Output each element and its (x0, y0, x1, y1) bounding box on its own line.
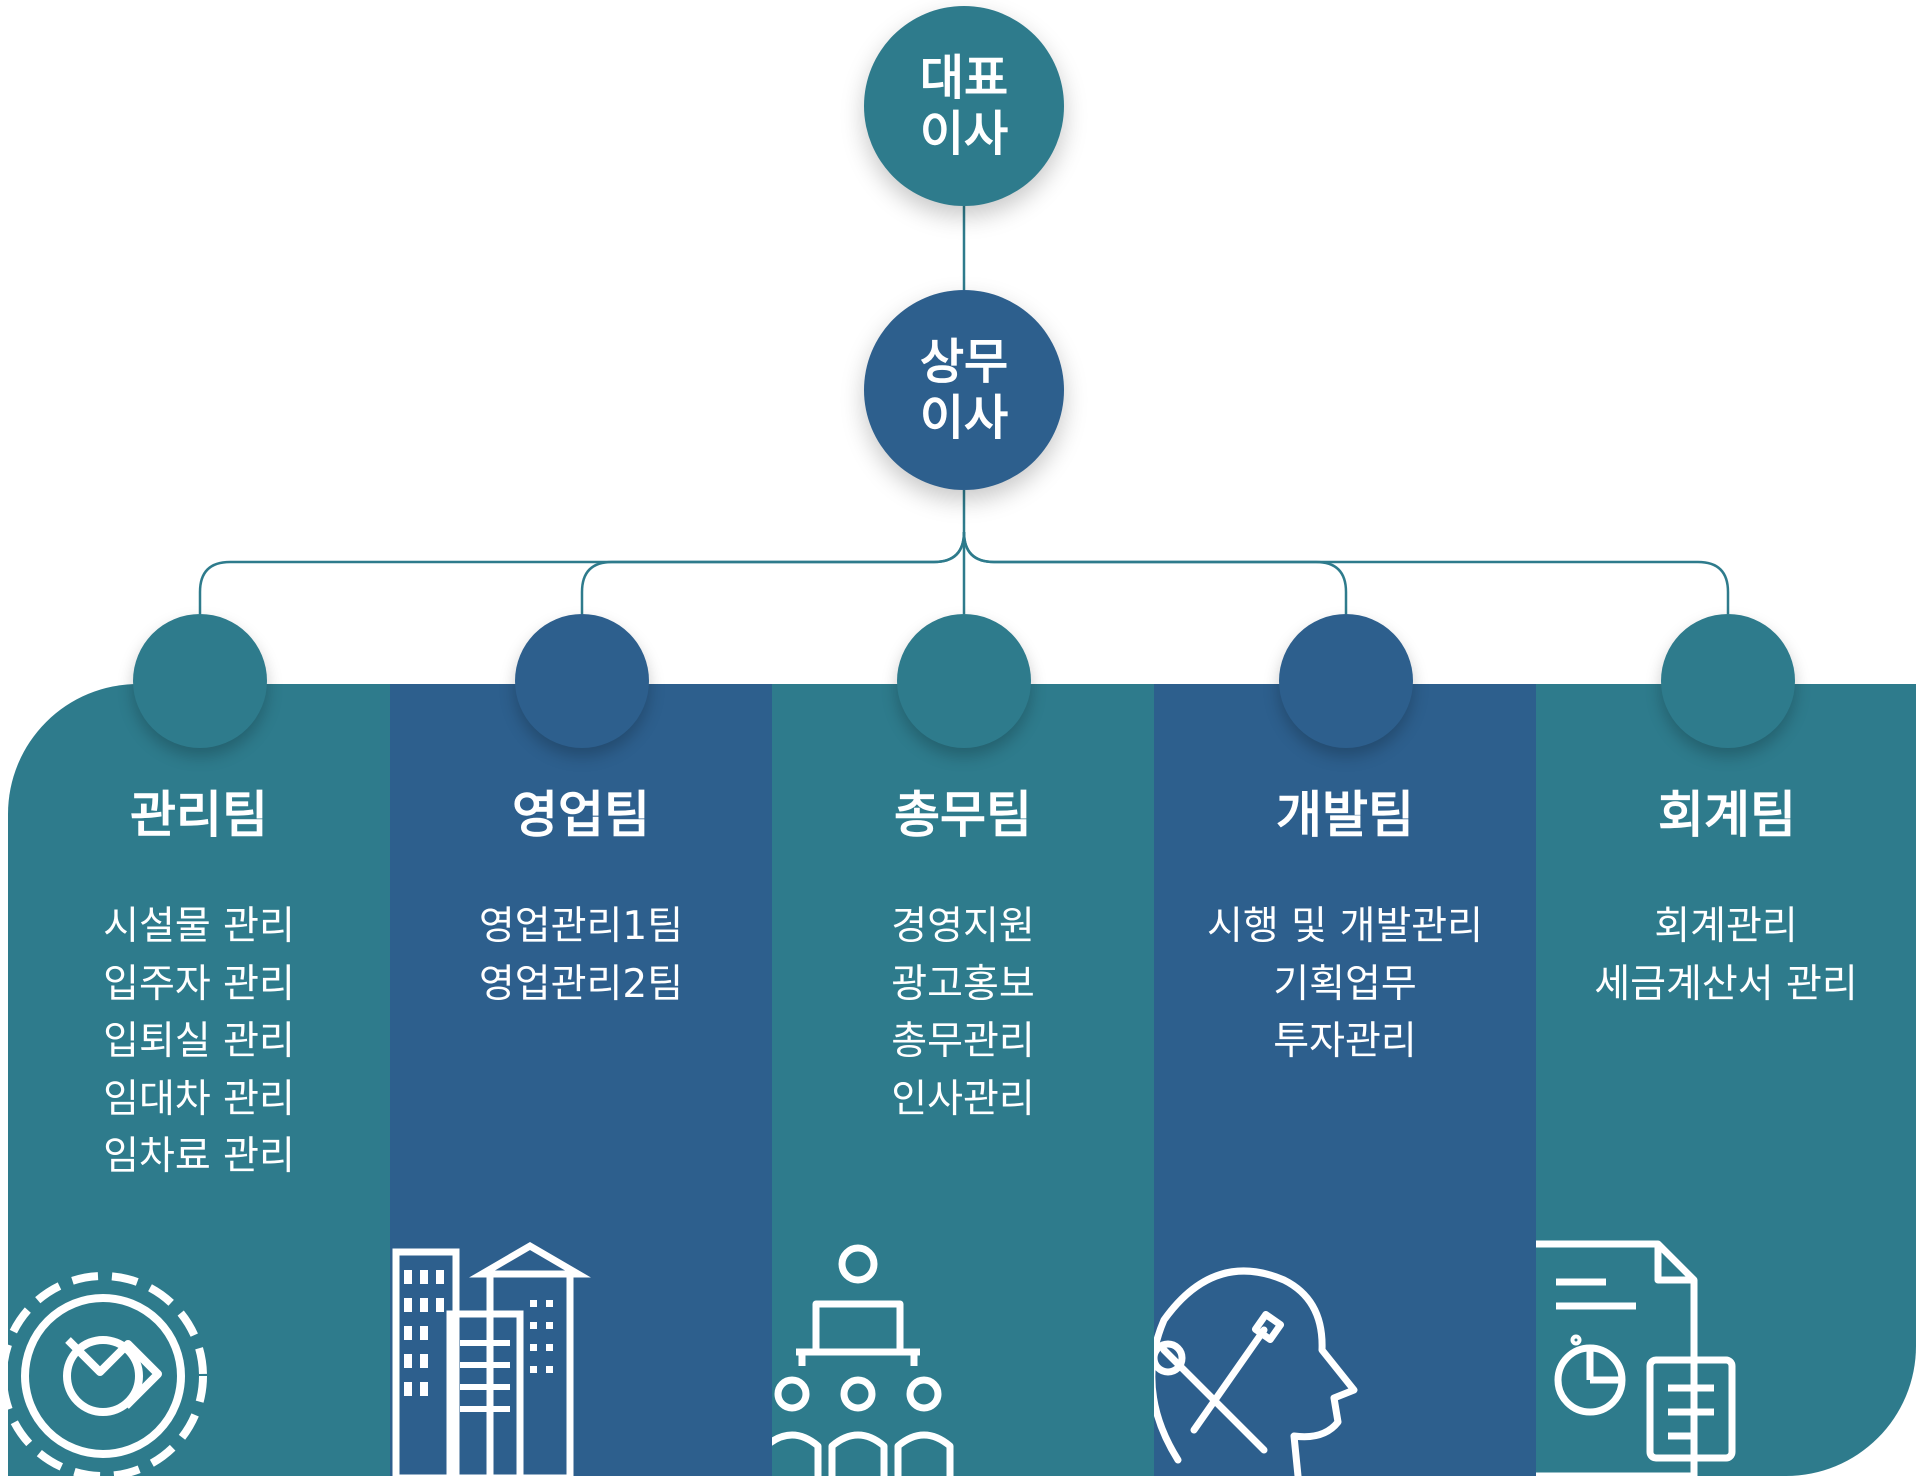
connector-team-3 (962, 531, 1348, 614)
document-chart-icon (1536, 1240, 1736, 1476)
team-column-accounting (1536, 684, 1916, 1476)
duty-item: 경영지원 (891, 904, 1035, 949)
duty-item: 임대차 관리 (103, 1076, 295, 1122)
duty-item: 영업관리2팀 (478, 961, 684, 1007)
duty-item: 임차료 관리 (103, 1134, 295, 1179)
team-node-circle (897, 614, 1031, 748)
duty-item: 회계관리 (1654, 904, 1798, 949)
duty-list: 시행 및 개발관리 기획업무 투자관리 (1154, 898, 1536, 1071)
duty-list: 경영지원 광고홍보 총무관리 인사관리 (772, 898, 1154, 1128)
duty-item: 입퇴실 관리 (103, 1019, 295, 1064)
head-tools-icon (1154, 1267, 1358, 1476)
director-node: 상무 이사 (864, 290, 1064, 490)
team-node-circle (1279, 614, 1413, 748)
team-column-general-affairs (772, 684, 1154, 1476)
duty-item: 인사관리 (891, 1076, 1035, 1122)
duty-item: 기획업무 (1273, 961, 1417, 1007)
duty-list: 회계관리 세금계산서 관리 (1536, 898, 1916, 1013)
duty-item: 총무관리 (891, 1019, 1035, 1064)
duty-item: 세금계산서 관리 (1594, 961, 1858, 1007)
duty-item: 투자관리 (1273, 1019, 1417, 1064)
meeting-presenter-icon (772, 1244, 954, 1476)
team-title: 총무팀 (894, 786, 1032, 844)
team-title: 영업팀 (512, 786, 650, 844)
connector-team-1 (580, 531, 966, 614)
duty-list: 시설물 관리 입주자 관리 입퇴실 관리 임대차 관리 임차료 관리 (8, 898, 390, 1186)
team-title: 관리팀 (130, 786, 268, 844)
gear-wrench-icon (8, 1272, 207, 1476)
connector-team-4 (962, 531, 1730, 614)
duty-item: 시행 및 개발관리 (1207, 904, 1483, 949)
team-title: 회계팀 (1658, 786, 1796, 844)
duty-item: 광고홍보 (891, 961, 1035, 1007)
duty-item: 입주자 관리 (103, 961, 295, 1007)
team-node-circle (1661, 614, 1795, 748)
duty-item: 시설물 관리 (103, 904, 295, 949)
ceo-node: 대표 이사 (864, 6, 1064, 206)
team-node-circle (515, 614, 649, 748)
duty-item: 영업관리1팀 (478, 904, 684, 949)
team-node-circle (133, 614, 267, 748)
duty-list: 영업관리1팀 영업관리2팀 (390, 898, 772, 1013)
team-title: 개발팀 (1276, 786, 1414, 844)
team-column-development (1154, 684, 1536, 1476)
buildings-icon (392, 1241, 591, 1476)
